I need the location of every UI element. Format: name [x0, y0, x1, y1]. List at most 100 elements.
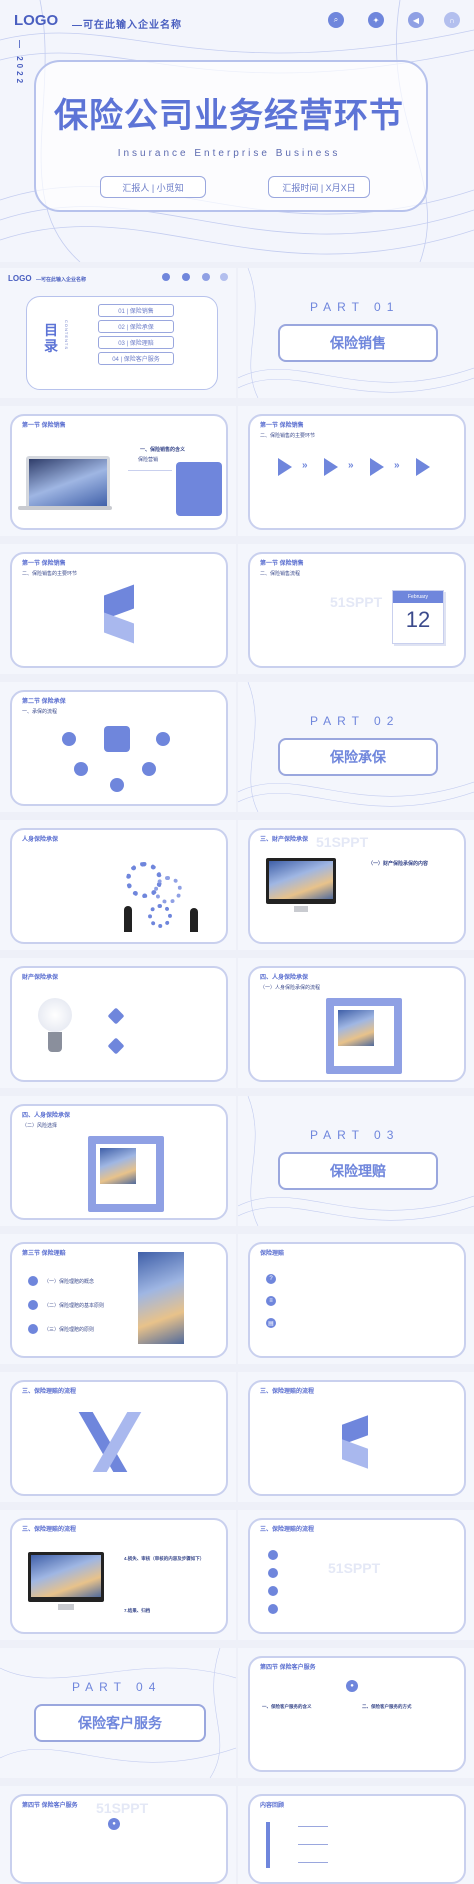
watermark-text: 51SPPT	[328, 1560, 381, 1576]
monitor-stand	[294, 906, 308, 912]
section-header: 内容回顾	[260, 1803, 285, 1809]
lipei-flow-slide-2[interactable]: 三、保险理赔的流程	[238, 1372, 474, 1502]
gear-icon	[268, 1604, 278, 1614]
toc-item-4[interactable]: 04 | 保险客户服务	[98, 352, 174, 365]
toc-slide[interactable]: LOGO —可在此输入企业名称 目录 CONTENTS 01 | 保险销售 02…	[0, 268, 236, 398]
logo: LOGO	[14, 12, 59, 29]
caichan-bulb-slide[interactable]: 财产保险承保	[0, 958, 236, 1088]
toc-company: —可在此输入企业名称	[36, 277, 87, 283]
megaphone-icon[interactable]	[202, 273, 210, 281]
section-header: 三、保险理赔的流程	[260, 1527, 315, 1533]
chevron-icon: »	[348, 460, 354, 471]
person-figure-left	[124, 906, 132, 932]
sales-process-slide[interactable]: 第一节 保险销售 二、保险销售的主要环节 » » »	[238, 406, 474, 536]
step-2-arrow	[324, 458, 338, 476]
renshen-gears-slide[interactable]: 人身保险承保	[0, 820, 236, 950]
content-heading: （一）财产保险承保的内容	[368, 861, 429, 867]
house-icon	[28, 1276, 38, 1286]
lipei-concept-slide[interactable]: 第三节 保险理赔 （一）保险理赔的概念 （二）保险理赔的基本原则 （三）保险理赔…	[0, 1234, 236, 1364]
calendar-icon: February 12	[392, 590, 444, 644]
underwriting-flow-slide[interactable]: 第二节 保险承保 一、承保的流程	[0, 682, 236, 812]
cover-title: 保险公司业务经营环节	[54, 97, 404, 135]
reporter-badge: 汇报人 | 小觅知	[100, 176, 206, 198]
node-left-bottom	[74, 762, 88, 776]
section-header: 财产保险承保	[22, 975, 59, 981]
part-title: 保险承保	[278, 738, 438, 776]
flow-heading: （一）人身保险承保的流程	[260, 985, 321, 991]
node-right-bottom	[142, 762, 156, 776]
slide-card	[248, 966, 466, 1082]
settings-icon[interactable]: ✦	[368, 12, 384, 28]
section-header: 四、人身保险承保	[260, 975, 309, 981]
sales-calendar-slide[interactable]: 第一节 保险销售 二、保险销售流程 51SPPT February 12	[238, 544, 474, 674]
meaning-heading: 一、保险销售的含义	[140, 447, 186, 453]
part-02-slide[interactable]: PART 02 保险承保	[238, 682, 474, 812]
city-image	[338, 1010, 374, 1046]
marketing-box	[176, 462, 222, 516]
megaphone-icon[interactable]: ◀	[408, 12, 424, 28]
concept-item-3: （三）保险理赔的原则	[44, 1327, 95, 1333]
step-4-arrow	[416, 458, 430, 476]
review-slide[interactable]: 内容回顾	[238, 1786, 474, 1884]
service-ways: 二、保险客户服务的方式	[362, 1704, 412, 1709]
marketing-label: 保险营销	[138, 457, 159, 463]
slide-card	[248, 1242, 466, 1358]
wave-lines-decoration	[0, 1648, 236, 1778]
search-icon[interactable]	[162, 273, 170, 281]
laptop-image	[26, 456, 110, 510]
section-header: 三、保险理赔的流程	[22, 1389, 77, 1395]
part-number: PART 01	[310, 300, 400, 314]
gear-icon	[28, 1324, 38, 1334]
node-left-top	[62, 732, 76, 746]
lipei-flow-slide-4[interactable]: 三、保险理赔的流程 51SPPT	[238, 1510, 474, 1640]
section-header: 第一节 保险销售	[22, 561, 66, 567]
mindmap-branch	[298, 1862, 328, 1863]
headset-icon[interactable]	[220, 273, 228, 281]
mindmap-branch	[298, 1826, 328, 1827]
node-bottom	[110, 778, 124, 792]
lightbulb-icon	[38, 998, 72, 1032]
caichan-monitor-slide[interactable]: 三、财产保险承保 51SPPT （一）财产保险承保的内容	[238, 820, 474, 950]
lipei-flow-slide-3[interactable]: 三、保险理赔的流程 4.损失、审核（审核的内容及步骤如下） 7.结果、归档	[0, 1510, 236, 1640]
watermark-text: 51SPPT	[316, 834, 369, 850]
city-image	[269, 861, 333, 899]
lipei-list-slide[interactable]: 保险理赔 ? ≡ ▤	[238, 1234, 474, 1364]
year-vertical: — 2022	[15, 40, 24, 87]
part-01-slide[interactable]: PART 01 保险销售	[238, 268, 474, 398]
step-3-arrow	[370, 458, 384, 476]
watermark-text: 51SPPT	[96, 1800, 149, 1816]
section-header: 三、财产保险承保	[260, 837, 309, 843]
sales-meaning-slide[interactable]: 第一节 保险销售 一、保险销售的含义 保险营销	[0, 406, 236, 536]
search-icon[interactable]: ⌕	[328, 12, 344, 28]
service-ways-slide[interactable]: 第四节 保险客户服务 51SPPT ●	[0, 1786, 236, 1884]
part-03-slide[interactable]: PART 03 保险理赔	[238, 1096, 474, 1226]
question-icon: ?	[266, 1274, 276, 1284]
gear-icon	[154, 876, 182, 904]
section-header: 四、人身保险承保	[22, 1113, 71, 1119]
toc-contents-en: CONTENTS	[64, 320, 69, 350]
cover-slide[interactable]: LOGO —可在此输入企业名称 — 2022 ⌕ ✦ ◀ ∩ 保险公司业务经营环…	[0, 0, 474, 262]
laptop-base	[18, 506, 112, 510]
toc-item-2[interactable]: 02 | 保险承保	[98, 320, 174, 333]
lipei-flow-slide-1[interactable]: 三、保险理赔的流程	[0, 1372, 236, 1502]
person-figure-right	[190, 908, 198, 932]
service-meaning-slide[interactable]: 第四节 保险客户服务 ● 一、保险客户服务的含义 二、保险客户服务的方式	[238, 1648, 474, 1778]
service-meaning: 一、保险客户服务的含义	[262, 1704, 312, 1709]
toc-item-1[interactable]: 01 | 保险销售	[98, 304, 174, 317]
watermark-text: 51SPPT	[330, 594, 383, 610]
sales-steps-slide[interactable]: 第一节 保险销售 二、保险销售的主要环节	[0, 544, 236, 674]
settings-icon[interactable]	[182, 273, 190, 281]
city-image	[31, 1555, 101, 1597]
toc-item-3[interactable]: 03 | 保险理赔	[98, 336, 174, 349]
share-icon	[268, 1586, 278, 1596]
slide-card	[10, 1242, 228, 1358]
steps-heading: 二、保险销售的主要环节	[22, 571, 78, 577]
renshen-flow-slide[interactable]: 四、人身保险承保 （一）人身保险承保的流程	[238, 958, 474, 1088]
node-right-top	[156, 732, 170, 746]
part-04-slide[interactable]: PART 04 保险客户服务	[0, 1648, 236, 1778]
renshen-risk-slide[interactable]: 四、人身保险承保 （二）风险选择	[0, 1096, 236, 1226]
gear-icon	[148, 904, 172, 928]
headset-icon[interactable]: ∩	[444, 12, 460, 28]
section-header: 三、保险理赔的流程	[22, 1527, 77, 1533]
